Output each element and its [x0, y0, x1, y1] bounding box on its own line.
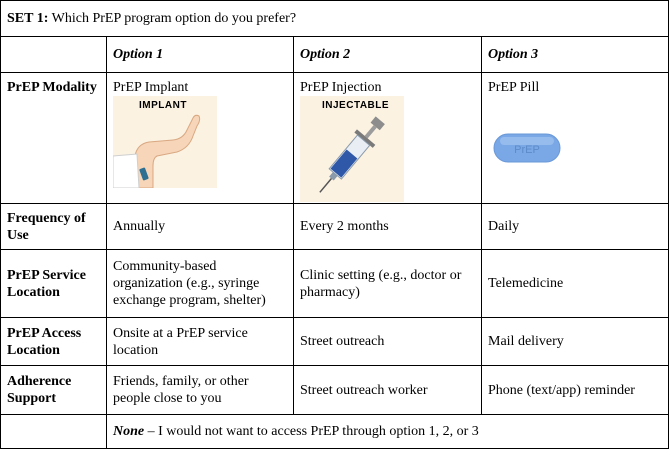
adherence-option-3: Phone (text/app) reminder	[480, 365, 669, 415]
none-text: – I would not want to access PrEP throug…	[144, 424, 479, 439]
service-location-option-3: Telemedicine	[480, 249, 669, 318]
implant-label: PrEP Implant	[113, 80, 189, 95]
injection-label: PrEP Injection	[300, 80, 382, 95]
frequency-option-3: Daily	[480, 203, 669, 250]
none-emphasis: None	[113, 424, 145, 439]
set-header-row: SET 1: Which PrEP program option do you …	[0, 0, 669, 37]
service-location-row: PrEP Service Location Community-based or…	[0, 249, 669, 318]
none-row-blank	[0, 414, 107, 449]
modality-row-label: PrEP Modality	[0, 72, 107, 204]
frequency-option-1: Annually	[106, 203, 294, 250]
none-option: None – I would not want to access PrEP t…	[105, 414, 669, 449]
pill-cell: PrEP Pill PrEP	[480, 72, 669, 204]
option-3-header: Option 3	[480, 36, 669, 73]
frequency-row: Frequency of Use Annually Every 2 months…	[0, 203, 669, 250]
set-label: SET 1:	[7, 11, 49, 26]
service-location-row-label: PrEP Service Location	[0, 249, 107, 318]
access-location-option-3: Mail delivery	[480, 317, 669, 366]
injection-caption: INJECTABLE	[322, 100, 389, 111]
injection-cell: PrEP Injection INJECTABLE	[293, 72, 482, 204]
none-row: None – I would not want to access PrEP t…	[0, 414, 669, 449]
implant-caption: IMPLANT	[139, 100, 187, 111]
service-location-option-2: Clinic setting (e.g., doctor or pharmacy…	[293, 249, 482, 318]
pill-label: PrEP Pill	[488, 80, 540, 95]
option-1-header: Option 1	[106, 36, 294, 73]
access-location-row: PrEP Access Location Onsite at a PrEP se…	[0, 317, 669, 366]
frequency-option-2: Every 2 months	[293, 203, 482, 250]
frequency-row-label: Frequency of Use	[0, 203, 107, 250]
adherence-option-2: Street outreach worker	[293, 365, 482, 415]
corner-cell	[0, 36, 107, 73]
options-header-row: Option 1 Option 2 Option 3	[0, 36, 669, 73]
set-header: SET 1: Which PrEP program option do you …	[0, 0, 669, 37]
adherence-row-label: Adherence Support	[0, 365, 107, 415]
adherence-row: Adherence Support Friends, family, or ot…	[0, 365, 669, 415]
implant-arm-illustration: IMPLANT	[113, 96, 217, 188]
access-location-option-2: Street outreach	[293, 317, 482, 366]
access-location-row-label: PrEP Access Location	[0, 317, 107, 366]
pill-illustration: PrEP	[493, 133, 561, 163]
pill-text: PrEP	[514, 144, 540, 156]
adherence-option-1: Friends, family, or other people close t…	[106, 365, 294, 415]
modality-row: PrEP Modality PrEP Implant IMPLANT PrEP …	[0, 72, 669, 204]
set-question: Which PrEP program option do you prefer?	[48, 11, 297, 26]
syringe-illustration: INJECTABLE	[300, 96, 404, 202]
option-2-header: Option 2	[293, 36, 482, 73]
pill-area: PrEP	[488, 96, 662, 166]
implant-cell: PrEP Implant IMPLANT	[106, 72, 294, 204]
access-location-option-1: Onsite at a PrEP service location	[106, 317, 294, 366]
service-location-option-1: Community-based organization (e.g., syri…	[106, 249, 294, 318]
